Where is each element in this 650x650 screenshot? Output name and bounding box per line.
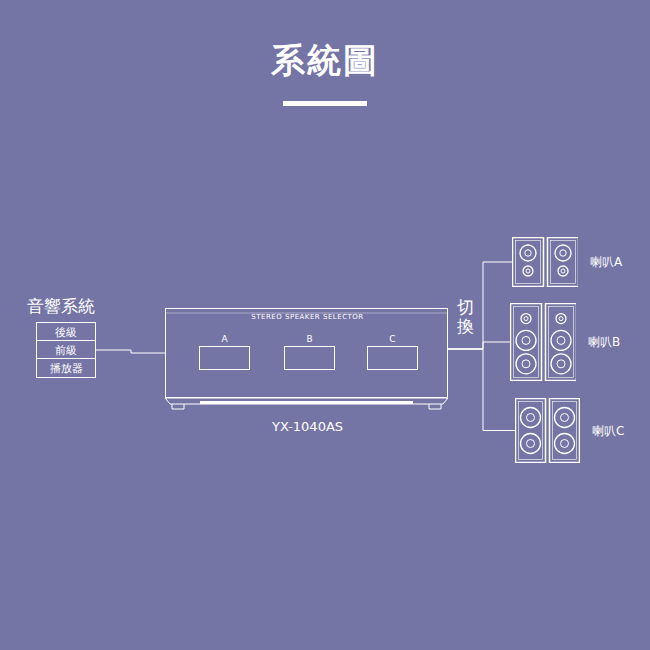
speaker-cabinet (511, 304, 542, 381)
component-label: 前級 (37, 341, 95, 359)
speaker-driver-center (527, 440, 535, 448)
device-base-strip (200, 401, 413, 404)
audio-component-box: 後級 (37, 323, 95, 341)
speaker-driver-center (526, 269, 530, 273)
connector-line (448, 349, 515, 431)
speaker-driver-center (524, 317, 528, 321)
switch-label: 切換 (457, 298, 474, 335)
speaker-cabinet (513, 238, 544, 287)
speaker-driver (558, 266, 568, 276)
speaker-pair-illustration (515, 398, 580, 463)
speaker-pair: 喇叭B (510, 303, 576, 381)
speaker-driver-center (525, 250, 531, 256)
selector-button: B (284, 333, 335, 370)
audio-component-box: 播放器 (37, 359, 95, 377)
title-underline (283, 101, 367, 106)
group-heading: 音響系統 (27, 295, 95, 318)
speaker-pair-illustration (512, 237, 578, 287)
device-feet (172, 404, 441, 409)
component-label: 後級 (37, 323, 95, 341)
speaker-inner (516, 241, 541, 284)
audio-system-stack: 音響系統後級前級播放器 (36, 322, 96, 378)
speaker-inner (553, 402, 577, 460)
connector-line (96, 350, 165, 353)
speaker-driver (551, 354, 571, 374)
speaker-pair-illustration (510, 303, 576, 381)
speaker-inner (514, 307, 539, 378)
speaker-driver-center (561, 269, 565, 273)
speaker-driver-center (561, 440, 569, 448)
speaker-driver-center (561, 414, 569, 422)
speaker-driver (523, 266, 533, 276)
audio-component-box: 前級 (37, 341, 95, 359)
speaker-driver-center (559, 317, 563, 321)
button-letter: A (199, 333, 250, 345)
selector-button: A (199, 333, 250, 370)
button-letter: B (284, 333, 335, 345)
speaker-driver (555, 408, 575, 428)
speaker-driver (555, 245, 571, 261)
device-panel-text: STEREO SPEAKER SELECTOR (166, 313, 449, 321)
button-window (284, 346, 335, 370)
speaker-driver-center (522, 360, 530, 368)
speaker-driver (521, 434, 541, 454)
connector-line (448, 262, 512, 349)
speaker-driver (556, 314, 566, 324)
speaker-pair: 喇叭A (512, 237, 578, 287)
speaker-cabinet (546, 304, 577, 381)
diagram-title: 系統圖 (0, 38, 650, 84)
speaker-pair: 喇叭C (515, 398, 580, 463)
speaker-driver-center (522, 336, 530, 344)
speaker-driver (516, 354, 536, 374)
button-letter: C (367, 333, 418, 345)
speaker-driver-center (527, 414, 535, 422)
selector-button: C (367, 333, 418, 370)
speaker-selector-device: STEREO SPEAKER SELECTORYX-1040ASABC (165, 308, 448, 398)
speaker-driver (555, 434, 575, 454)
speaker-driver-center (557, 360, 565, 368)
speaker-label: 喇叭A (590, 254, 622, 271)
component-label: 播放器 (37, 359, 95, 377)
speaker-driver (520, 245, 536, 261)
speaker-inner (551, 241, 576, 284)
speaker-driver (521, 408, 541, 428)
speaker-driver (551, 330, 571, 350)
model-number: YX-1040AS (166, 419, 449, 434)
speaker-cabinet (550, 399, 580, 463)
device-base (165, 398, 448, 404)
speaker-driver-center (557, 336, 565, 344)
speaker-label: 喇叭C (592, 423, 624, 440)
speaker-driver (521, 314, 531, 324)
connector-line (448, 342, 510, 349)
speaker-inner (519, 402, 543, 460)
speaker-inner (549, 307, 574, 378)
speaker-cabinet (516, 399, 546, 463)
button-window (199, 346, 250, 370)
speaker-label: 喇叭B (588, 334, 620, 351)
speaker-driver-center (560, 250, 566, 256)
button-window (367, 346, 418, 370)
speaker-driver (516, 330, 536, 350)
speaker-cabinet (548, 238, 579, 287)
